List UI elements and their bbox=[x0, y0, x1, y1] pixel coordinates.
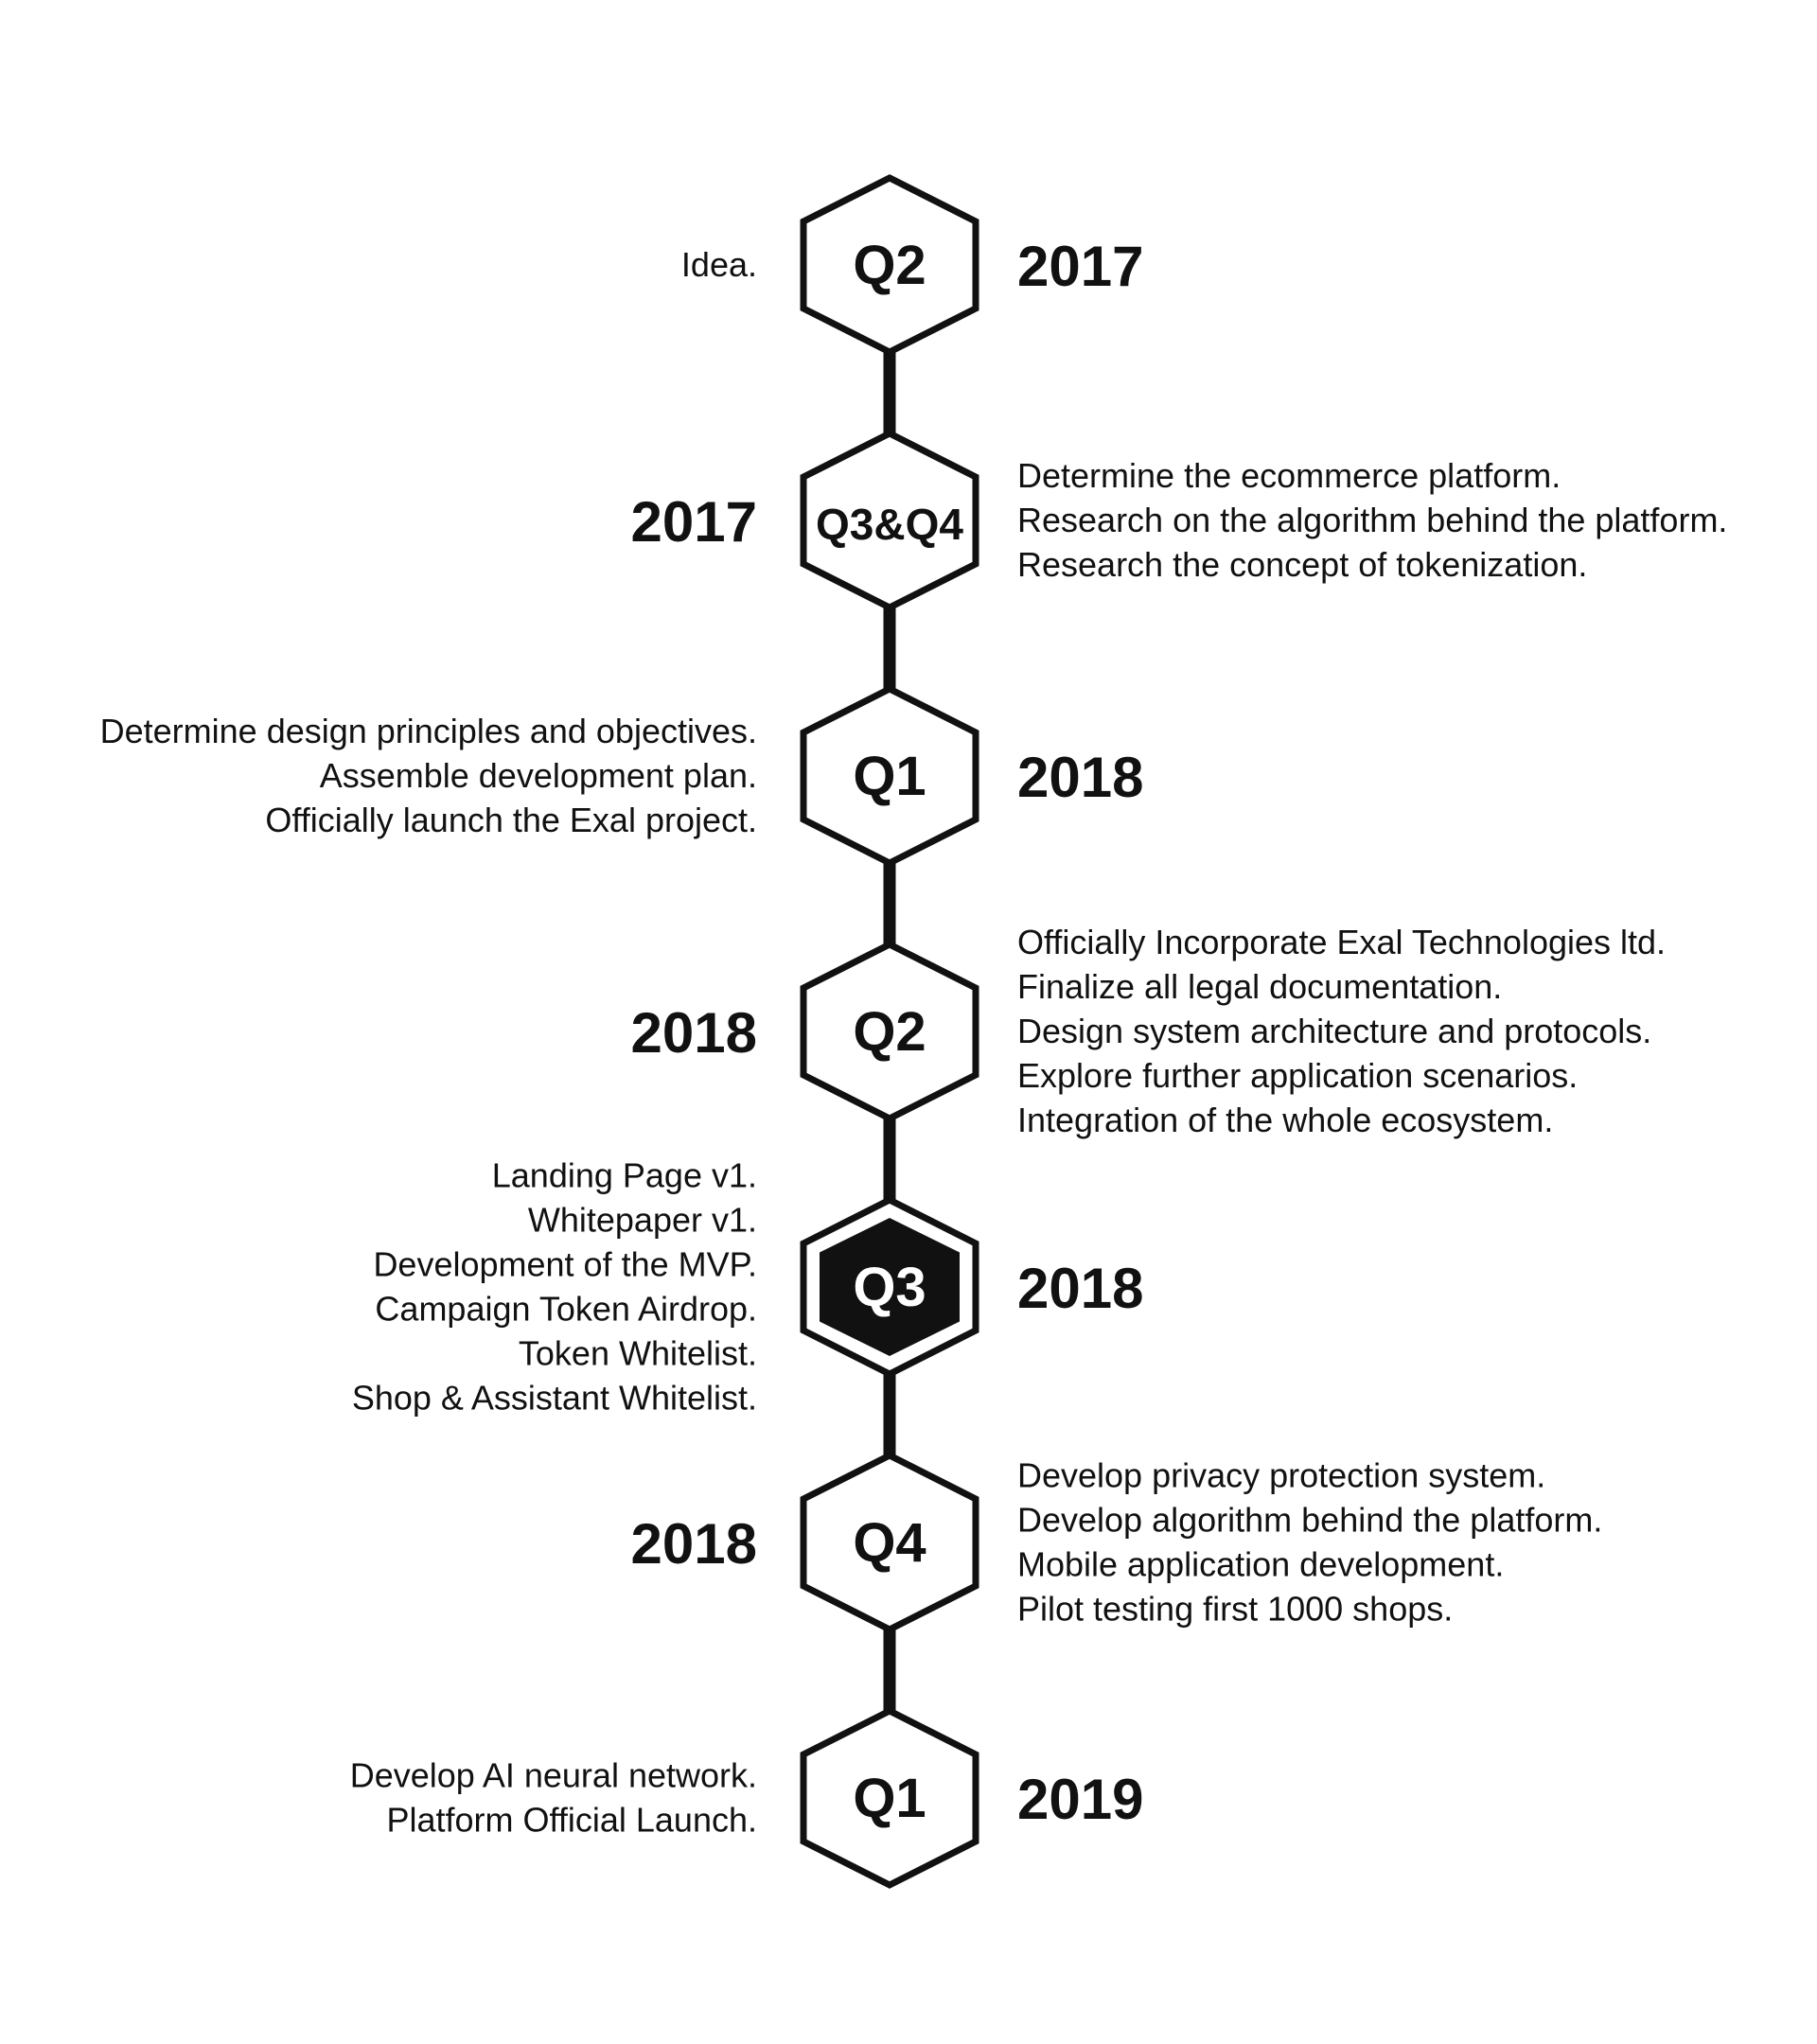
milestone-item: Idea. bbox=[681, 245, 757, 284]
milestone-quarter: Q1 bbox=[853, 1768, 926, 1829]
milestone-item: Research on the algorithm behind the pla… bbox=[1017, 501, 1727, 539]
milestone-year: 2018 bbox=[631, 1512, 757, 1576]
milestone-item: Develop AI neural network. bbox=[350, 1756, 757, 1795]
milestone-year: 2017 bbox=[1017, 235, 1143, 298]
milestone: Q3 2018 Landing Page v1. Whitepaper v1. Deve… bbox=[352, 1156, 1144, 1418]
milestone-item: Officially Incorporate Exal Technologies… bbox=[1017, 923, 1666, 961]
milestone-quarter: Q4 bbox=[853, 1512, 926, 1574]
milestone-quarter: Q3 bbox=[853, 1257, 926, 1318]
milestone-item: Research the concept of tokenization. bbox=[1017, 545, 1587, 584]
milestone-year: 2018 bbox=[1017, 746, 1143, 809]
milestone-hexagon bbox=[800, 174, 979, 356]
milestone-quarter: Q3&Q4 bbox=[816, 500, 963, 549]
milestone-item: Mobile application development. bbox=[1017, 1545, 1504, 1584]
milestone-quarter: Q1 bbox=[853, 746, 926, 807]
milestone: Q1 2018 Determine design principles and ob… bbox=[100, 685, 1143, 867]
milestone-item: Explore further application scenarios. bbox=[1017, 1056, 1578, 1095]
milestone-item: Design system architecture and protocols… bbox=[1017, 1012, 1651, 1050]
milestone-hexagon bbox=[800, 1452, 979, 1633]
milestone: Q4 2018 Develop privacy protection system.… bbox=[631, 1452, 1602, 1633]
milestone-year: 2017 bbox=[631, 490, 757, 554]
milestone-item: Officially launch the Exal project. bbox=[265, 801, 757, 839]
milestone-year: 2018 bbox=[1017, 1257, 1143, 1320]
milestone: Q1 2019 Develop AI neural network. Platform… bbox=[350, 1707, 1143, 1889]
milestone-item: Assemble development plan. bbox=[320, 756, 757, 795]
milestone-hexagon bbox=[800, 1707, 979, 1889]
milestone-item: Campaign Token Airdrop. bbox=[375, 1290, 757, 1329]
milestone-item: Develop privacy protection system. bbox=[1017, 1456, 1545, 1495]
milestone-hexagon bbox=[800, 941, 979, 1122]
milestone-item: Develop algorithm behind the platform. bbox=[1017, 1501, 1602, 1540]
milestone-year: 2019 bbox=[1017, 1768, 1143, 1831]
milestone-hexagon bbox=[800, 430, 979, 611]
milestone-item: Shop & Assistant Whitelist. bbox=[352, 1379, 757, 1418]
milestone-quarter: Q2 bbox=[853, 235, 926, 296]
milestone: Q2 2017 Idea. bbox=[681, 174, 1143, 356]
milestone-item: Determine the ecommerce platform. bbox=[1017, 456, 1561, 495]
milestone-hexagon-fill bbox=[820, 1218, 960, 1356]
milestone-item: Pilot testing first 1000 shops. bbox=[1017, 1590, 1453, 1629]
milestone-item: Token Whitelist. bbox=[519, 1334, 757, 1373]
milestone: Q3&Q4 2017 Determine the ecommerce platfor… bbox=[631, 430, 1727, 611]
milestone-year: 2018 bbox=[631, 1001, 757, 1065]
milestone-item: Determine design principles and objectiv… bbox=[100, 712, 757, 750]
milestone-item: Landing Page v1. bbox=[492, 1156, 757, 1195]
milestone-item: Finalize all legal documentation. bbox=[1017, 967, 1502, 1006]
milestone-hexagon bbox=[800, 685, 979, 867]
milestone-item: Whitepaper v1. bbox=[528, 1201, 757, 1240]
milestone-item: Platform Official Launch. bbox=[386, 1801, 757, 1840]
milestone-item: Integration of the whole ecosystem. bbox=[1017, 1101, 1553, 1139]
milestone: Q2 2018 Officially Incorporate Exal Techno… bbox=[631, 923, 1667, 1139]
milestone-quarter: Q2 bbox=[853, 1001, 926, 1063]
milestone-item: Development of the MVP. bbox=[373, 1245, 757, 1284]
